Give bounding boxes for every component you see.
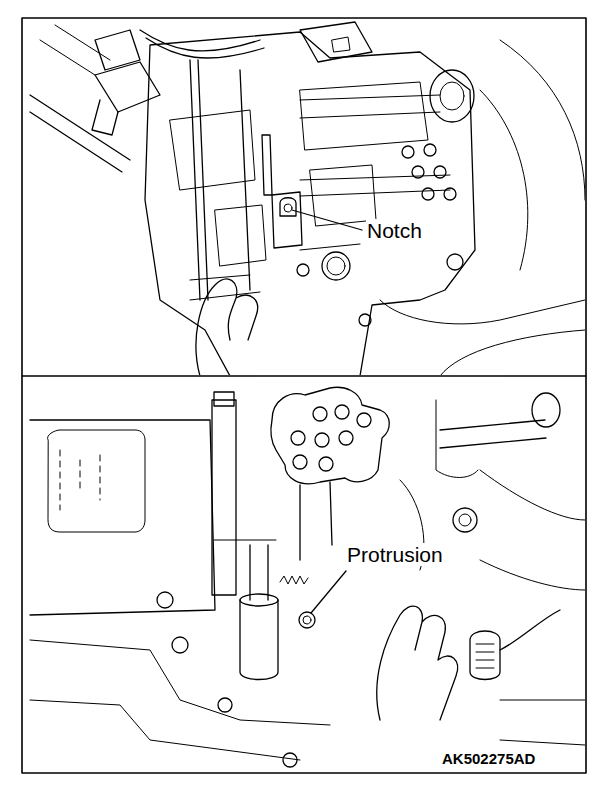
detent-plate bbox=[271, 387, 389, 483]
oil-hole bbox=[291, 431, 305, 445]
housing bbox=[30, 420, 215, 615]
solenoid bbox=[430, 70, 474, 122]
oil-hole bbox=[313, 407, 327, 421]
bolt-hole bbox=[172, 637, 188, 653]
solenoid bbox=[440, 82, 464, 110]
housing bbox=[480, 40, 585, 270]
oil-hole bbox=[293, 455, 307, 469]
bolt-hole bbox=[453, 508, 477, 532]
oil-hole bbox=[319, 457, 333, 471]
hand bbox=[377, 606, 458, 720]
valve-body-view bbox=[30, 22, 585, 375]
protrusion bbox=[303, 616, 311, 624]
bolt-hole bbox=[157, 592, 173, 608]
manual-valve bbox=[262, 135, 272, 195]
bracket bbox=[436, 400, 478, 478]
notch bbox=[280, 198, 296, 216]
plate-stem bbox=[300, 482, 332, 560]
part-label: Notch bbox=[366, 219, 423, 242]
shaft-sleeve bbox=[240, 594, 278, 606]
spool-bore bbox=[300, 95, 450, 196]
bolt-hole bbox=[297, 264, 309, 276]
oil-hole bbox=[424, 144, 436, 156]
rod-end bbox=[532, 393, 560, 427]
housing-detail bbox=[60, 450, 100, 510]
wire bbox=[500, 610, 560, 650]
oil-hole bbox=[339, 431, 353, 445]
housing-edge bbox=[400, 470, 585, 590]
manual-shaft bbox=[214, 392, 234, 406]
connector bbox=[332, 37, 350, 52]
oil-hole bbox=[422, 188, 434, 200]
bolt-hole bbox=[459, 514, 471, 526]
manual-shaft bbox=[212, 400, 236, 595]
channel bbox=[300, 82, 428, 150]
oil-hole bbox=[402, 146, 414, 158]
housing-edge bbox=[30, 640, 330, 760]
connector bbox=[476, 644, 494, 668]
connector bbox=[300, 22, 372, 62]
leader-line bbox=[311, 571, 346, 613]
oil-hole bbox=[357, 413, 371, 427]
valve-body bbox=[145, 32, 475, 375]
bolt-hole bbox=[359, 314, 371, 326]
connector bbox=[95, 30, 140, 70]
bolt-hole bbox=[283, 753, 297, 767]
frame bbox=[22, 18, 586, 773]
bolt bbox=[327, 257, 345, 275]
detent-bracket bbox=[272, 192, 302, 248]
leader-line bbox=[292, 210, 362, 230]
protrusion bbox=[299, 612, 315, 628]
channel bbox=[190, 244, 360, 300]
bolt bbox=[322, 252, 350, 280]
tool bbox=[40, 25, 110, 75]
hand bbox=[196, 279, 258, 375]
notch bbox=[284, 204, 292, 212]
oil-hole bbox=[444, 188, 456, 200]
oil-hole bbox=[315, 433, 329, 447]
housing bbox=[380, 300, 585, 375]
housing-edge bbox=[500, 700, 585, 745]
part-label: Protrusion bbox=[346, 543, 444, 566]
oil-hole bbox=[434, 166, 446, 178]
panel-divider bbox=[22, 375, 586, 377]
bolt-hole bbox=[447, 254, 463, 270]
housing-recess bbox=[47, 430, 145, 532]
wire-harness bbox=[140, 30, 264, 300]
oil-hole bbox=[412, 166, 424, 178]
spring bbox=[280, 576, 308, 584]
figure-code: AK502275AD bbox=[441, 751, 536, 768]
channel bbox=[215, 205, 266, 266]
solenoid bbox=[92, 100, 118, 135]
bolt-hole bbox=[218, 698, 232, 712]
shaft-sleeve bbox=[240, 600, 278, 680]
shaft bbox=[250, 545, 268, 600]
oil-hole bbox=[335, 405, 349, 419]
rod bbox=[440, 420, 546, 448]
connector bbox=[470, 631, 500, 680]
manual-valve-view bbox=[30, 387, 585, 767]
shaft-link bbox=[214, 540, 276, 541]
